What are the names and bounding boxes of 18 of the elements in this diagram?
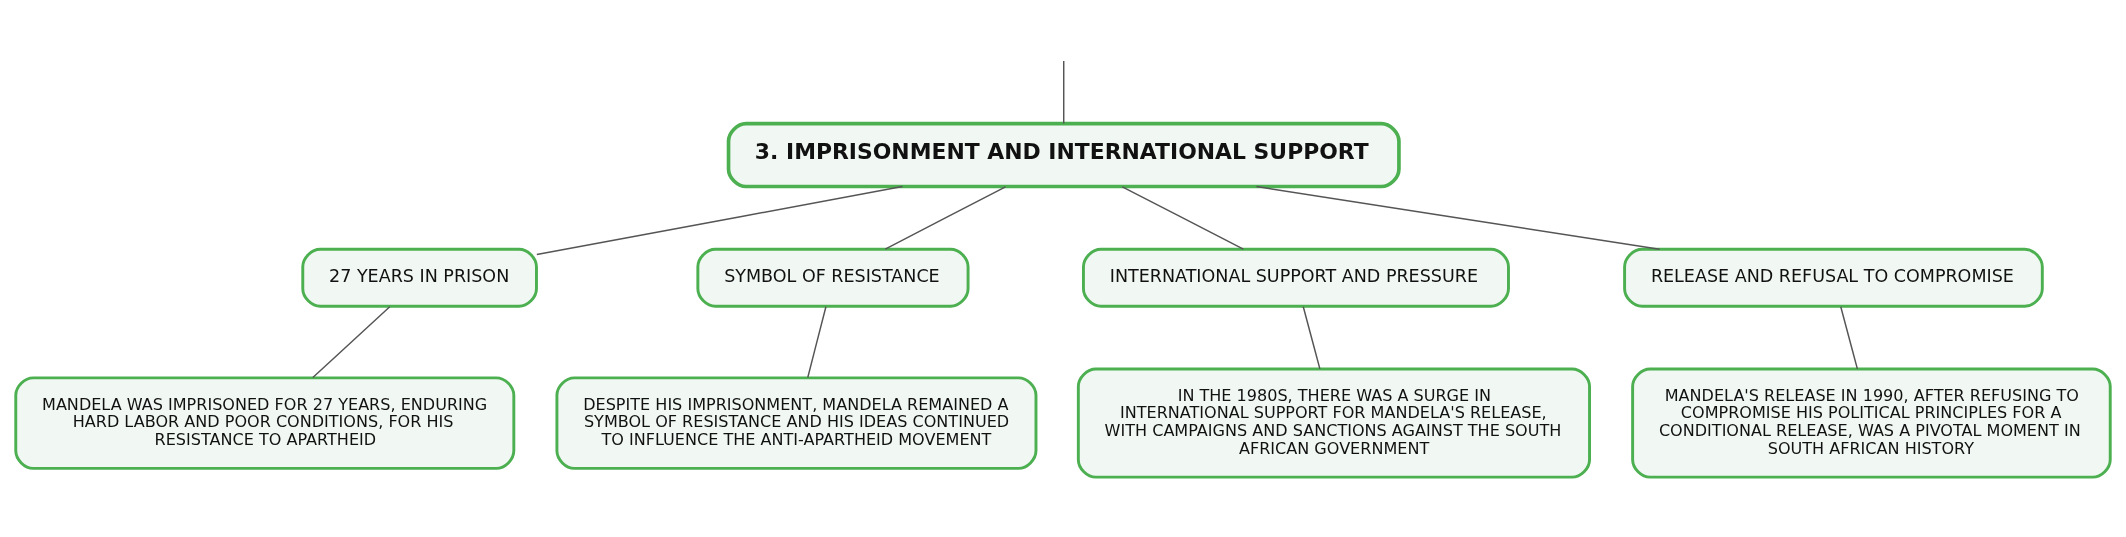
connector: [1121, 186, 1245, 250]
connector: [1255, 185, 1661, 250]
connector: [312, 305, 391, 379]
node-box: 3. IMPRISONMENT AND INTERNATIONAL SUPPORT: [726, 121, 1401, 189]
connector: [807, 305, 827, 379]
connector: [1840, 305, 1859, 370]
connector: [1302, 305, 1321, 370]
node-box: IN THE 1980S, THERE WAS A SURGE IN INTERNATIONAL SUPPORT FOR MANDELA'S RELEASE, WITH CAMPAIGNS AND SANCTIONS AGAINST THE SOUTH AFRICAN GOVERNMENT: [1076, 367, 1591, 479]
node-box: MANDELA'S RELEASE IN 1990, AFTER REFUSING TO COMPROMISE HIS POLITICAL PRINCIPLES FOR A CONDITIONAL RELEASE, WAS A PIVOTAL MOMENT IN SOUTH AFRICAN HISTORY: [1631, 367, 2112, 479]
node-box: INTERNATIONAL SUPPORT AND PRESSURE: [1082, 247, 1510, 308]
connector: [1063, 60, 1065, 125]
node-box: 27 YEARS IN PRISON: [301, 247, 538, 308]
connector: [536, 185, 904, 256]
node-box: MANDELA WAS IMPRISONED FOR 27 YEARS, ENDURING HARD LABOR AND POOR CONDITIONS, FOR HIS RESISTANCE TO APARTHEID: [14, 376, 516, 470]
node-box: RELEASE AND REFUSAL TO COMPROMISE: [1623, 247, 2044, 308]
node-box: DESPITE HIS IMPRISONMENT, MANDELA REMAINED A SYMBOL OF RESISTANCE AND HIS IDEAS CONTINUED TO INFLUENCE THE ANTI-APARTHEID MOVEMENT: [555, 376, 1038, 470]
node-box: SYMBOL OF RESISTANCE: [696, 247, 970, 308]
connector: [884, 186, 1007, 250]
